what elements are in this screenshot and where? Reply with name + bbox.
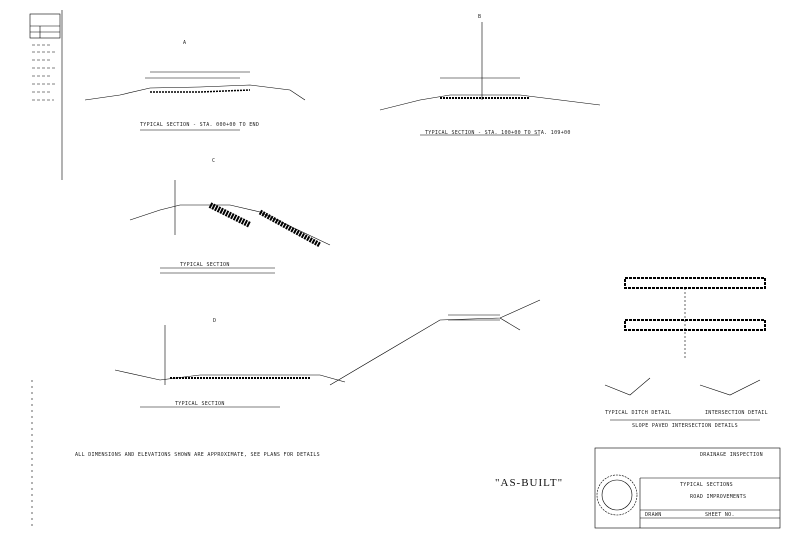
section-a-title: TYPICAL SECTION - STA. 000+00 TO END [140, 122, 260, 128]
section-d [114, 299, 541, 408]
section-b-title: TYPICAL SECTION - STA. 100+00 TO STA. 10… [425, 130, 571, 136]
as-built-stamp: "AS-BUILT" [495, 477, 564, 489]
title-block-drawn: DRAWN [645, 512, 662, 518]
as-built-text: AS-BUILT [500, 477, 558, 489]
title-block-project: ROAD IMPROVEMENTS [690, 494, 747, 500]
title-block-agency: DRAINAGE INSPECTION [700, 452, 763, 458]
section-d-label: D [213, 318, 217, 324]
section-b [379, 22, 601, 136]
detail-title: SLOPE PAVED INTERSECTION DETAILS [632, 423, 738, 429]
section-d-title: TYPICAL SECTION [175, 401, 225, 407]
detail-right [604, 277, 766, 421]
section-b-label: B [478, 14, 482, 20]
section-c-label: C [212, 158, 216, 164]
general-note: ALL DIMENSIONS AND ELEVATIONS SHOWN ARE … [75, 452, 320, 458]
section-c-title: TYPICAL SECTION [180, 262, 230, 268]
section-c [129, 180, 331, 274]
detail-right-caption: INTERSECTION DETAIL [705, 410, 768, 416]
title-block-sheet-title: TYPICAL SECTIONS [680, 482, 733, 488]
detail-left-caption: TYPICAL DITCH DETAIL [605, 410, 672, 416]
title-block-sheet: SHEET NO. [705, 512, 735, 518]
title-block [594, 447, 781, 529]
section-a-label: A [183, 40, 187, 46]
revision-block [29, 10, 63, 530]
section-a [84, 71, 306, 131]
